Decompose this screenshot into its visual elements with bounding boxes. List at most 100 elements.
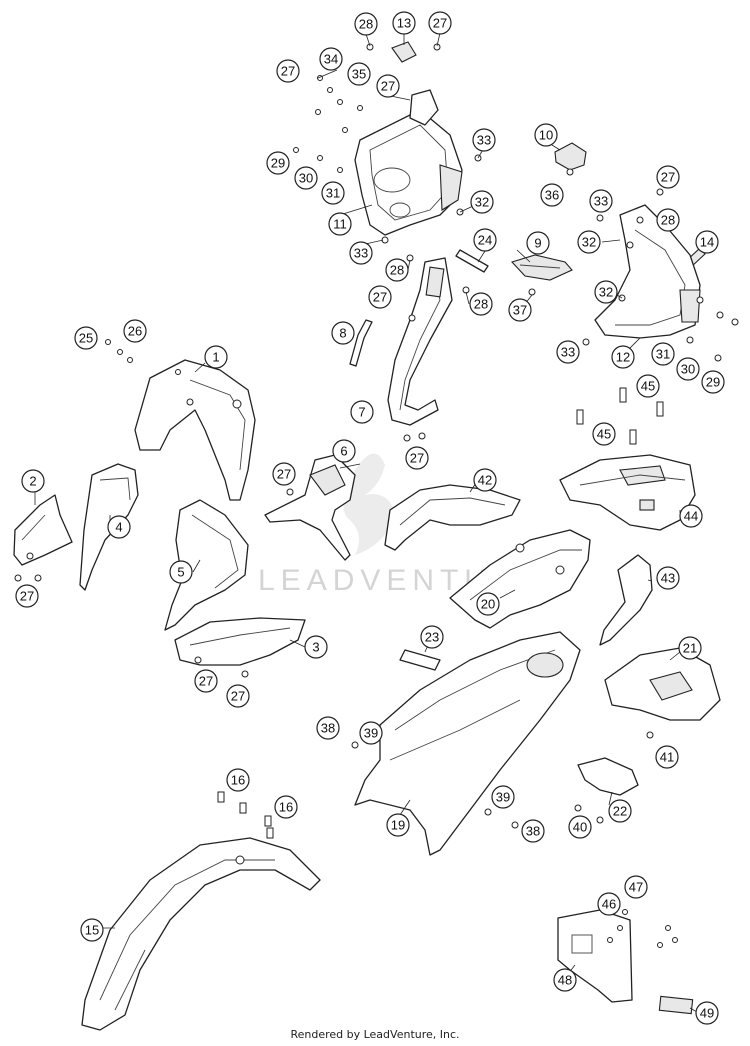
callout-label: 42 — [478, 473, 492, 488]
callout-33: 33 — [349, 241, 373, 265]
callout-28: 28 — [354, 12, 378, 36]
callout-label: 27 — [373, 290, 387, 305]
callout-label: 2 — [29, 474, 36, 489]
callout-10: 10 — [534, 123, 558, 147]
part-10-bracket — [554, 142, 587, 171]
callout-31: 31 — [651, 342, 675, 366]
callout-27: 27 — [276, 59, 300, 83]
callout-label: 15 — [85, 923, 99, 938]
callout-11: 11 — [328, 212, 352, 236]
callout-label: 33 — [561, 345, 575, 360]
callout-33: 33 — [556, 340, 580, 364]
callout-32: 32 — [577, 230, 601, 254]
callout-label: 45 — [597, 427, 611, 442]
callout-28: 28 — [656, 208, 680, 232]
callout-6: 6 — [332, 439, 356, 463]
part-15-front-fender — [81, 837, 321, 1031]
callout-28: 28 — [469, 292, 493, 316]
callout-label: 16 — [279, 800, 293, 815]
part-43-bracket — [599, 554, 653, 646]
callout-label: 27 — [199, 674, 213, 689]
callout-label: 35 — [352, 67, 366, 82]
callout-label: 4 — [115, 520, 122, 535]
callout-37: 37 — [508, 298, 532, 322]
callout-9: 9 — [526, 231, 550, 255]
callout-label: 1 — [212, 350, 219, 365]
part-49-reflector — [658, 995, 694, 1015]
callout-label: 27 — [20, 589, 34, 604]
callout-label: 14 — [700, 235, 714, 250]
callout-label: 33 — [354, 246, 368, 261]
callout-29: 29 — [266, 151, 290, 175]
callout-39: 39 — [491, 785, 515, 809]
callout-label: 30 — [299, 171, 313, 186]
callout-label: 37 — [513, 303, 527, 318]
callout-label: 9 — [534, 236, 541, 251]
fasteners — [14, 43, 739, 948]
callout-label: 34 — [324, 52, 338, 67]
callout-28: 28 — [385, 258, 409, 282]
callout-2: 2 — [21, 469, 45, 493]
callout-label: 28 — [359, 17, 373, 32]
callout-16: 16 — [274, 795, 298, 819]
callout-38: 38 — [316, 716, 340, 740]
callout-label: 11 — [333, 217, 347, 232]
callout-label: 27 — [410, 451, 424, 466]
callout-label: 27 — [281, 64, 295, 79]
callout-label: 7 — [358, 405, 365, 420]
callout-label: 48 — [558, 973, 572, 988]
part-21-carrier-plate — [604, 647, 721, 721]
part-22-small-panel — [577, 757, 639, 796]
part-3-side-fairing — [174, 617, 306, 666]
part-11-headlight-bracket — [354, 89, 463, 236]
callout-label: 43 — [661, 571, 675, 586]
callout-26: 26 — [123, 319, 147, 343]
callout-label: 33 — [594, 194, 608, 209]
callout-label: 32 — [599, 285, 613, 300]
callout-30: 30 — [294, 166, 318, 190]
callout-46: 46 — [597, 892, 621, 916]
callout-32: 32 — [594, 280, 618, 304]
callout-32: 32 — [470, 190, 494, 214]
callout-49: 49 — [695, 1001, 719, 1025]
callout-33: 33 — [589, 189, 613, 213]
callout-25: 25 — [74, 326, 98, 350]
callout-label: 13 — [397, 16, 411, 31]
callout-label: 25 — [79, 331, 93, 346]
callout-label: 38 — [526, 824, 540, 839]
callout-label: 27 — [381, 79, 395, 94]
part-8-rubber — [349, 319, 373, 367]
callout-label: 41 — [660, 750, 674, 765]
callout-45: 45 — [592, 422, 616, 446]
part-44-rear-carrier — [559, 454, 696, 531]
callout-label: 28 — [390, 263, 404, 278]
callout-1: 1 — [204, 345, 228, 369]
callout-label: 6 — [340, 444, 347, 459]
callout-27: 27 — [656, 165, 680, 189]
part-2-left-shield — [13, 494, 73, 566]
callout-47: 47 — [624, 875, 648, 899]
callouts: 28 13 27 34 27 35 27 33 29 30 31 32 11 3… — [15, 11, 725, 1025]
callout-16: 16 — [226, 768, 250, 792]
callout-label: 26 — [128, 324, 142, 339]
callout-8: 8 — [331, 321, 355, 345]
callout-label: 44 — [684, 509, 698, 524]
callout-14: 14 — [695, 230, 719, 254]
callout-3: 3 — [304, 635, 328, 659]
callout-label: 39 — [364, 726, 378, 741]
callout-34: 34 — [319, 47, 343, 71]
callout-label: 20 — [481, 597, 495, 612]
callout-29: 29 — [701, 370, 725, 394]
callout-label: 29 — [706, 375, 720, 390]
callout-27: 27 — [428, 11, 452, 35]
callout-label: 16 — [231, 773, 245, 788]
callout-label: 27 — [433, 16, 447, 31]
callout-label: 39 — [496, 790, 510, 805]
callout-label: 49 — [700, 1006, 714, 1021]
callout-label: 47 — [629, 880, 643, 895]
callout-36: 36 — [540, 183, 564, 207]
callout-45: 45 — [636, 374, 660, 398]
callout-30: 30 — [676, 357, 700, 381]
callout-label: 36 — [545, 188, 559, 203]
callout-22: 22 — [608, 799, 632, 823]
